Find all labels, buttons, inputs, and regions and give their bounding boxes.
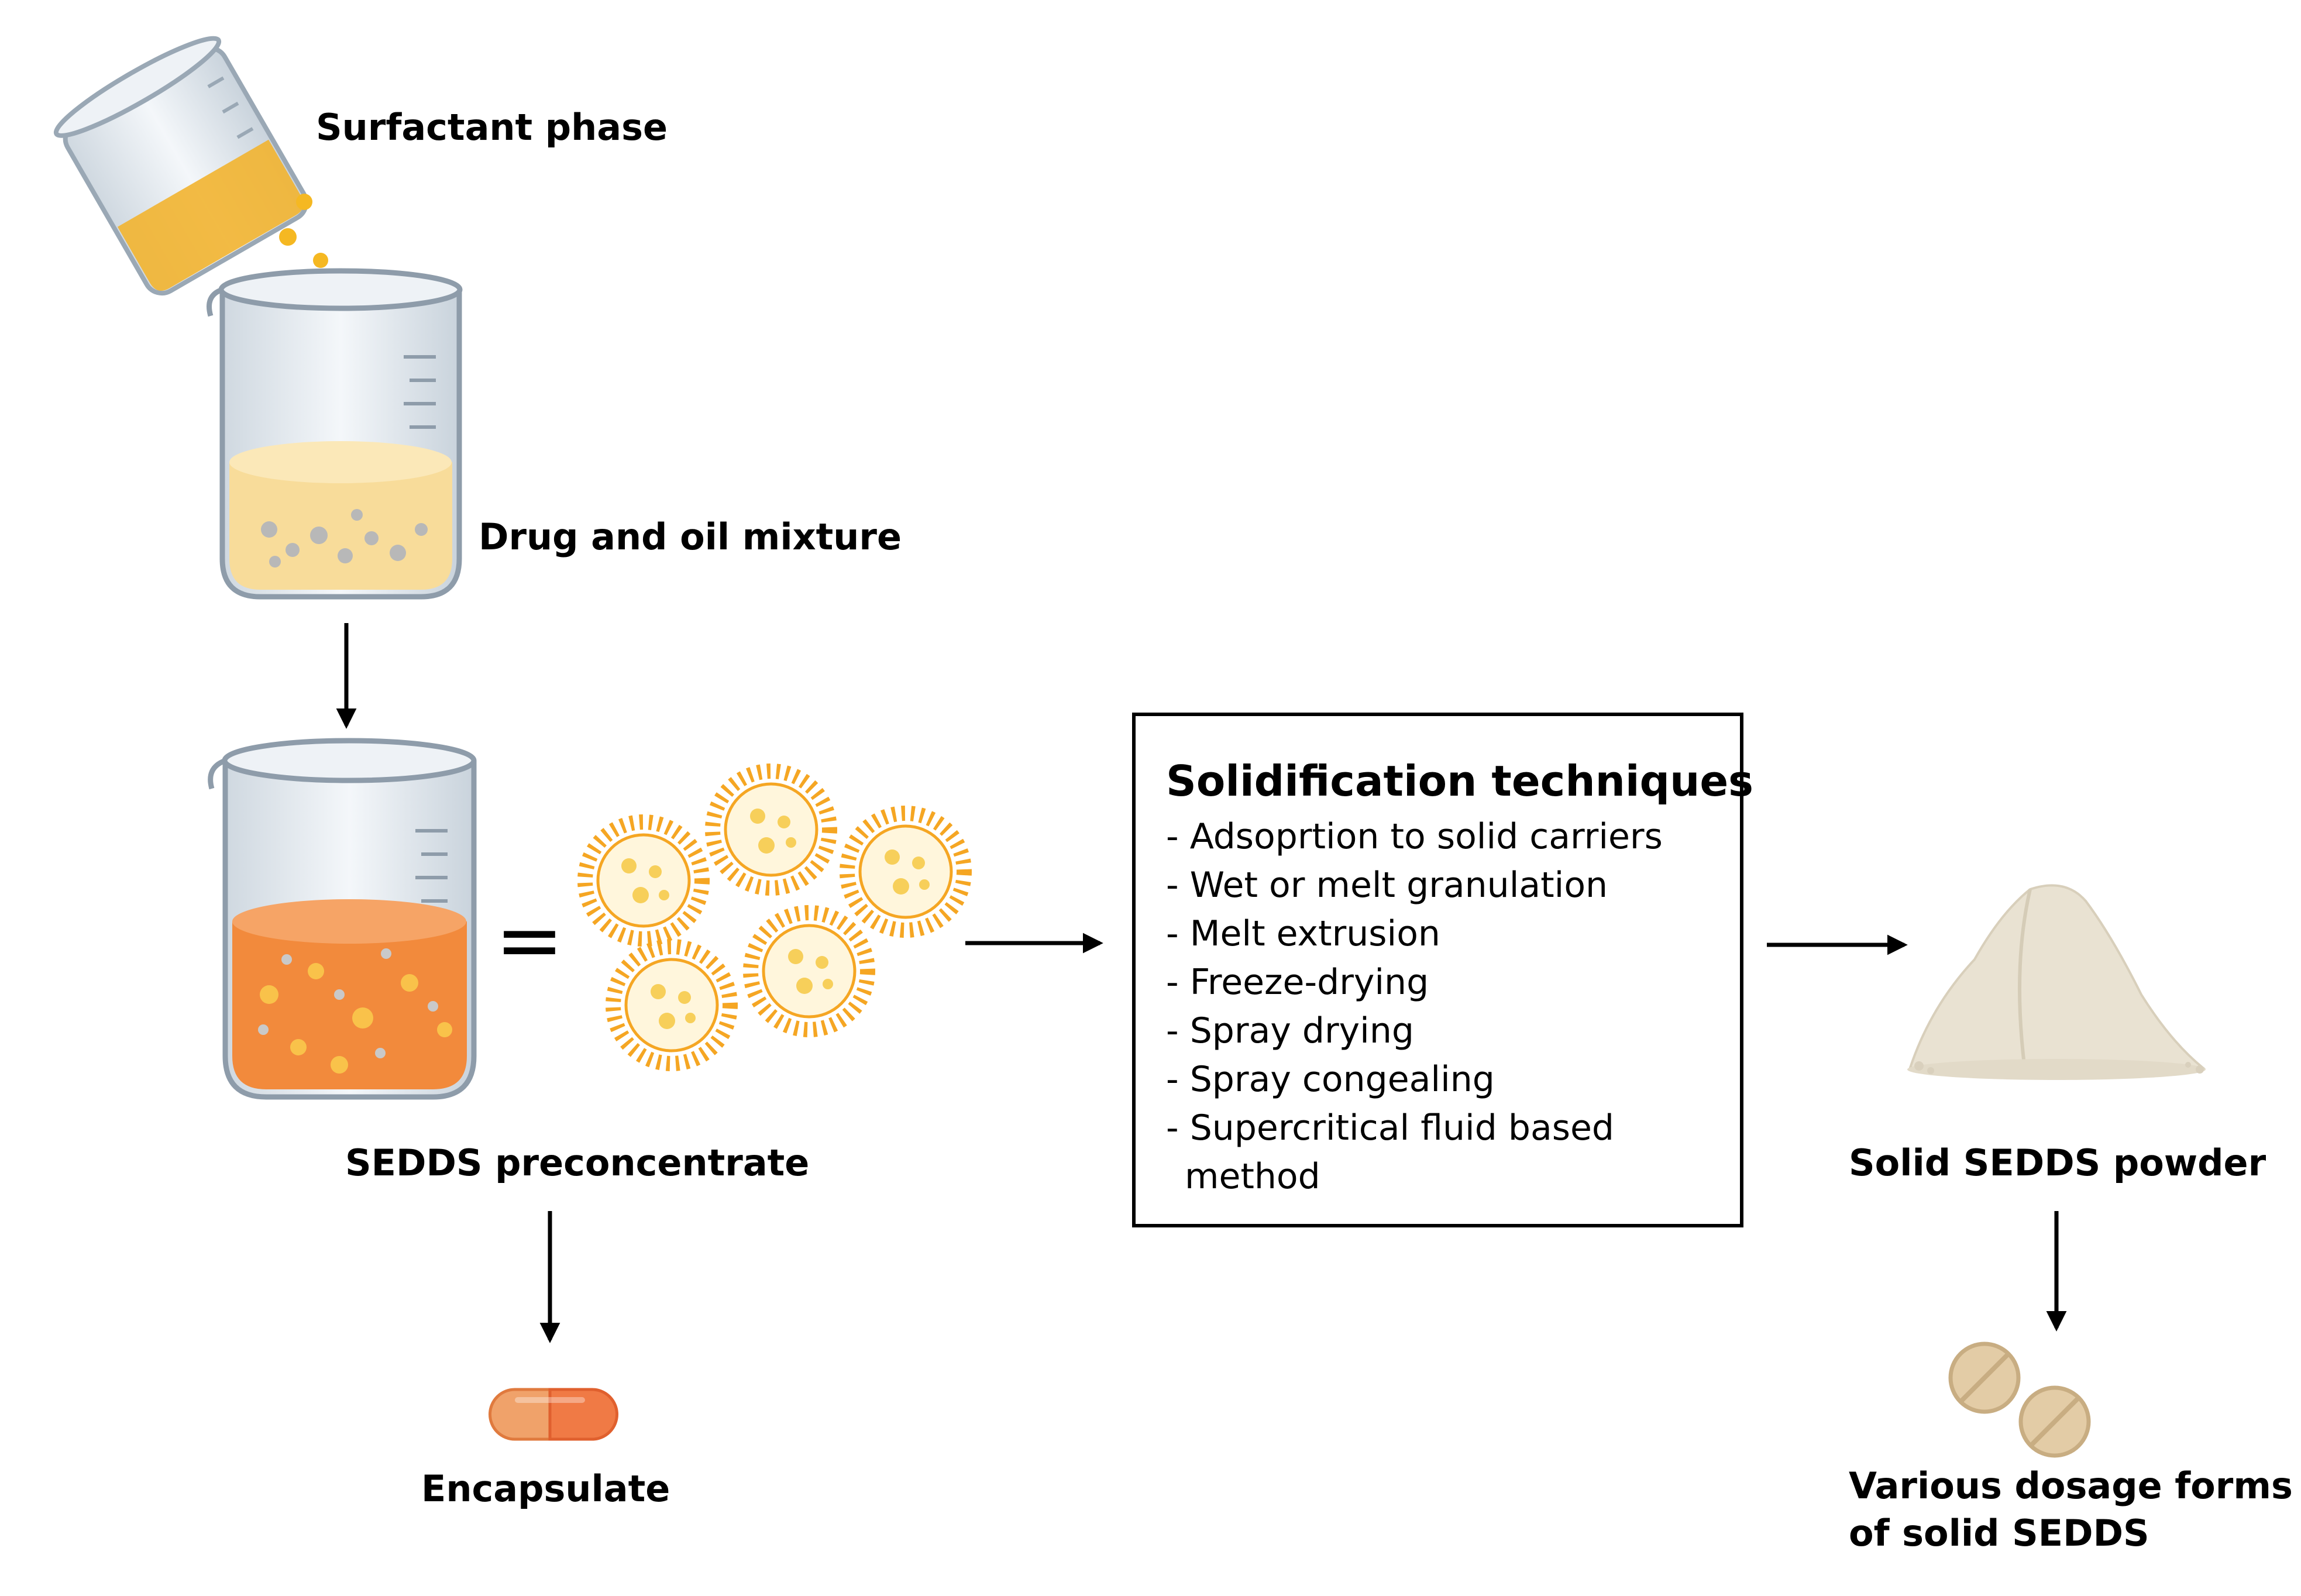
technique-item: - Spray drying xyxy=(1166,1010,1414,1051)
technique-item: - Spray congealing xyxy=(1166,1058,1495,1100)
micelle-icon xyxy=(606,939,738,1071)
technique-item: - Freeze-drying xyxy=(1166,961,1429,1003)
micelle-icon xyxy=(840,806,972,938)
equals-sign: = xyxy=(495,893,563,988)
technique-list: - Adsoprtion to solid carriers - Wet or … xyxy=(1166,813,1717,1201)
tablet-icon xyxy=(1948,1342,2021,1414)
label-dosage-forms: Various dosage forms of solid SEDDS xyxy=(1849,1463,2293,1557)
label-encapsulate: Encapsulate xyxy=(421,1467,670,1510)
preconcentrate-beaker-icon xyxy=(208,738,477,1100)
label-drug-oil-mixture: Drug and oil mixture xyxy=(479,515,902,558)
solidification-techniques-box: Solidification techniques - Adsoprtion t… xyxy=(1132,713,1754,1227)
box-title: Solidification techniques xyxy=(1166,756,1754,806)
powder-pile-icon xyxy=(1907,884,2206,1080)
micelle-icon xyxy=(705,763,837,896)
technique-item: - Supercritical fluid based method xyxy=(1166,1107,1614,1197)
label-dosage-forms-line1: Various dosage forms xyxy=(1849,1464,2293,1507)
micelle-icon xyxy=(743,905,875,1037)
technique-item: - Melt extrusion xyxy=(1166,913,1440,954)
label-dosage-forms-line2: of solid SEDDS xyxy=(1849,1511,2149,1554)
technique-item: - Adsoprtion to solid carriers xyxy=(1166,816,1663,857)
micelles-group xyxy=(577,763,972,1071)
label-sedds-preconcentrate: SEDDS preconcentrate xyxy=(345,1141,810,1184)
label-solid-sedds-powder: Solid SEDDS powder xyxy=(1849,1141,2266,1184)
oil-mixture-beaker-icon xyxy=(207,268,463,600)
pouring-beaker-icon xyxy=(53,36,309,296)
micelle-icon xyxy=(577,814,710,947)
tablet-icon xyxy=(2018,1385,2091,1458)
capsule-icon xyxy=(489,1388,618,1441)
technique-item: - Wet or melt granulation xyxy=(1166,864,1608,906)
label-surfactant-phase: Surfactant phase xyxy=(316,106,668,149)
